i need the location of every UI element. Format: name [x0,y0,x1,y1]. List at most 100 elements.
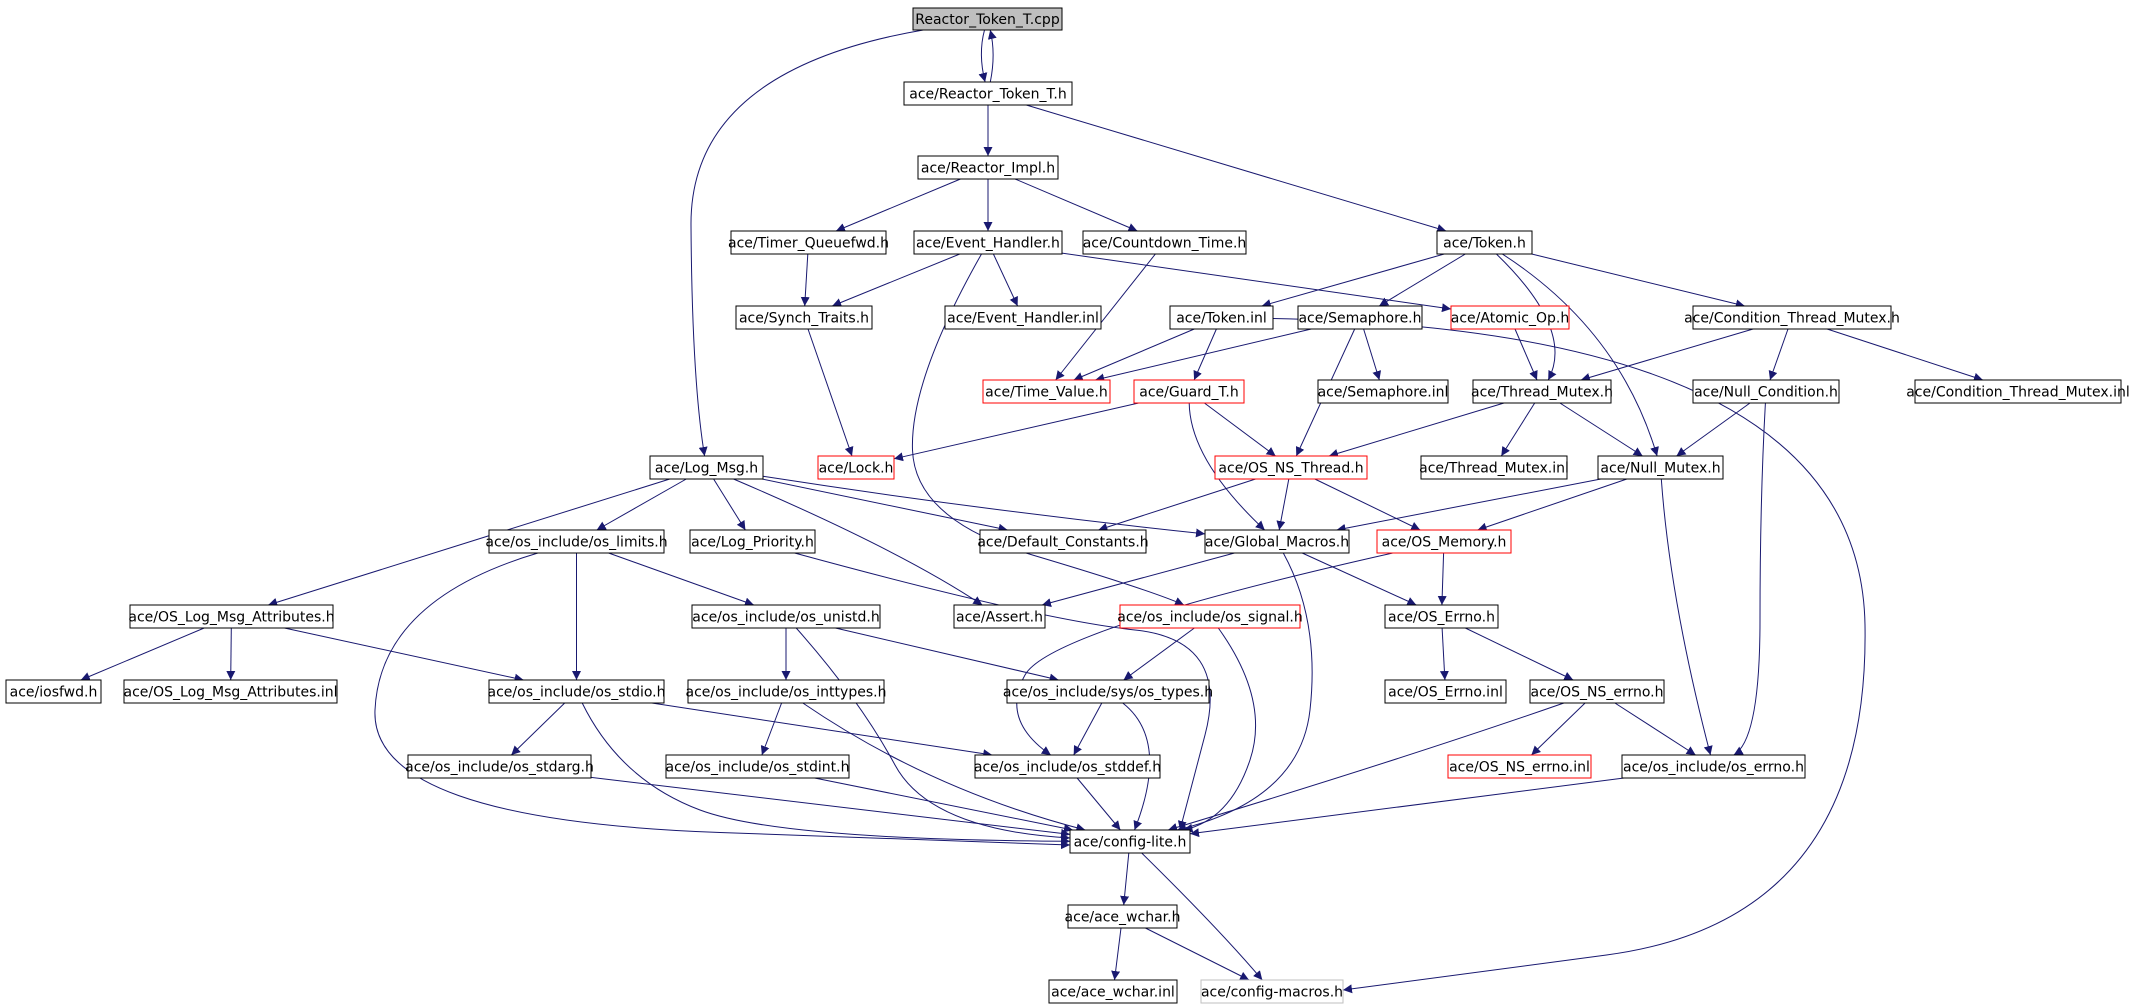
edge-os-ns-errno-h-to-os-include-errno-h [1614,702,1696,756]
node-os-stdio-h[interactable]: ace/os_include/os_stdio.h [488,679,666,704]
node-os-limits-h[interactable]: ace/os_include/os_limits.h [485,529,668,554]
node-os-memory-h[interactable]: ace/OS_Memory.h [1376,529,1512,554]
node-reactor-token-t-cpp[interactable]: Reactor_Token_T.cpp [912,7,1063,31]
node-box [123,679,338,704]
node-os-inttypes-h[interactable]: ace/os_include/os_inttypes.h [686,679,887,704]
node-os-ns-errno-h[interactable]: ace/OS_NS_errno.h [1529,679,1665,704]
node-condition-thread-mutex-h[interactable]: ace/Condition_Thread_Mutex.h [1684,305,1900,330]
node-box [649,455,764,480]
node-config-lite-h[interactable]: ace/config-lite.h [1069,829,1191,854]
node-label: ace/Condition_Thread_Mutex.h [1684,311,1900,327]
edge-os-log-msg-attributes-h-to-os-log-msg-attributes-inl [226,627,236,681]
edge-os-memory-h-to-os-errno-h [1437,552,1447,606]
node-config-macros-h[interactable]: ace/config-macros.h [1200,979,1344,1004]
node-os-ns-thread-h[interactable]: ace/OS_NS_Thread.h [1214,455,1368,480]
edge-os-signal-h-to-config-lite-h [1183,627,1257,833]
node-condition-thread-mutex-inl[interactable]: ace/Condition_Thread_Mutex.inl [1906,379,2130,404]
edges-layer [80,29,1984,994]
edge-event-handler-h-to-atomic-op-h [1061,252,1452,313]
node-global-macros-h[interactable]: ace/Global_Macros.h [1204,529,1350,554]
node-assert-h[interactable]: ace/Assert.h [953,604,1046,629]
node-iosfwd-h[interactable]: ace/iosfwd.h [5,679,102,704]
node-box [1621,754,1806,779]
node-label: ace/Atomic_Op.h [1451,311,1569,327]
node-box [1082,230,1247,255]
node-token-inl[interactable]: ace/Token.inl [1169,305,1274,330]
node-box [1692,305,1892,330]
edge-os-ns-thread-h-to-os-memory-h [1314,478,1421,531]
node-label: ace/OS_Errno.inl [1388,685,1503,701]
node-os-include-errno-h[interactable]: ace/os_include/os_errno.h [1621,754,1806,779]
node-os-errno-inl[interactable]: ace/OS_Errno.inl [1384,679,1507,704]
edge-os-stdint-h-to-config-lite-h [814,777,1073,833]
node-null-condition-h[interactable]: ace/Null_Condition.h [1692,379,1840,404]
node-reactor-token-t-h[interactable]: ace/Reactor_Token_T.h [903,81,1073,106]
edge-log-msg-h-to-default-constants-h [761,478,1008,533]
node-box [979,529,1147,554]
node-semaphore-h[interactable]: ace/Semaphore.h [1297,305,1423,330]
node-label: ace/ace_wchar.inl [1051,985,1175,1001]
node-log-priority-h[interactable]: ace/Log_Priority.h [689,529,816,554]
node-sys-os-types-h[interactable]: ace/os_include/sys/os_types.h [1003,679,1213,704]
node-box [974,754,1161,779]
node-timer-queuefwd-h[interactable]: ace/Timer_Queuefwd.h [728,230,889,255]
node-thread-mutex-h[interactable]: ace/Thread_Mutex.h [1471,379,1613,404]
node-time-value-h[interactable]: ace/Time_Value.h [982,379,1111,404]
node-event-handler-inl[interactable]: ace/Event_Handler.inl [944,305,1102,330]
node-os-stddef-h[interactable]: ace/os_include/os_stddef.h [974,754,1161,779]
edge-global-macros-h-to-os-errno-h [1301,552,1417,606]
node-log-msg-h[interactable]: ace/Log_Msg.h [649,455,764,480]
edge-config-lite-h-to-ace-wchar-h [1120,852,1130,906]
edge-os-inttypes-h-to-os-stdint-h [760,702,783,756]
node-box [1069,829,1191,854]
node-token-h[interactable]: ace/Token.h [1436,230,1533,255]
node-os-errno-h[interactable]: ace/OS_Errno.h [1384,604,1499,629]
edge-null-mutex-h-to-os-memory-h [1477,478,1628,532]
node-box [953,604,1046,629]
edge-guard-t-h-to-os-ns-thread-h [1204,402,1276,457]
node-default-constants-h[interactable]: ace/Default_Constants.h [977,529,1149,554]
node-label: ace/Thread_Mutex.h [1471,385,1613,401]
node-label: ace/os_include/os_inttypes.h [686,685,887,701]
node-os-signal-h[interactable]: ace/os_include/os_signal.h [1117,604,1303,629]
edge-token-h-to-condition-thread-mutex-h [1531,253,1745,309]
node-label: ace/Null_Condition.h [1694,385,1838,401]
node-box [1447,754,1592,779]
node-countdown-time-h[interactable]: ace/Countdown_Time.h [1082,230,1247,255]
node-box [1692,379,1840,404]
node-os-log-msg-attributes-inl[interactable]: ace/OS_Log_Msg_Attributes.inl [123,679,338,704]
node-box [1067,904,1178,929]
node-ace-wchar-inl[interactable]: ace/ace_wchar.inl [1048,979,1178,1004]
node-thread-mutex-inl[interactable]: ace/Thread_Mutex.inl [1419,455,1569,480]
node-ace-wchar-h[interactable]: ace/ace_wchar.h [1065,904,1181,929]
node-os-unistd-h[interactable]: ace/os_include/os_unistd.h [691,604,881,629]
node-os-stdarg-h[interactable]: ace/os_include/os_stdarg.h [405,754,594,779]
node-label: ace/Countdown_Time.h [1083,236,1247,252]
node-box [730,230,887,255]
node-os-stdint-h[interactable]: ace/os_include/os_stdint.h [665,754,850,779]
node-label: ace/Reactor_Impl.h [921,161,1055,177]
edge-os-inttypes-h-to-config-lite-h [802,702,1086,833]
edge-os-stdio-h-to-os-stddef-h [651,702,993,759]
node-null-mutex-h[interactable]: ace/Null_Mutex.h [1597,455,1724,480]
node-label: ace/OS_NS_errno.h [1530,685,1663,701]
node-reactor-impl-h[interactable]: ace/Reactor_Impl.h [917,155,1059,180]
node-label: ace/OS_NS_Thread.h [1218,461,1363,477]
edge-token-h-to-null-mutex-h [1502,253,1659,457]
edge-reactor-token-t-h-to-reactor-token-t-cpp [987,29,997,83]
node-box [912,7,1063,31]
node-semaphore-inl[interactable]: ace/Semaphore.inl [1317,379,1449,404]
node-guard-t-h[interactable]: ace/Guard_T.h [1133,379,1245,404]
node-lock-h[interactable]: ace/Lock.h [817,455,895,480]
node-os-log-msg-attributes-h[interactable]: ace/OS_Log_Msg_Attributes.h [128,604,335,629]
node-synch-traits-h[interactable]: ace/Synch_Traits.h [735,305,873,330]
edge-semaphore-h-to-semaphore-inl [1363,328,1382,381]
node-atomic-op-h[interactable]: ace/Atomic_Op.h [1450,305,1570,330]
node-label: ace/Log_Priority.h [691,535,814,551]
node-os-ns-errno-inl[interactable]: ace/OS_NS_errno.inl [1447,754,1592,779]
edge-atomic-op-h-to-thread-mutex-h [1514,328,1538,381]
node-box [687,679,885,704]
edge-os-include-errno-h-to-config-lite-h [1189,777,1625,838]
node-label: ace/Log_Msg.h [655,461,758,477]
node-event-handler-h[interactable]: ace/Event_Handler.h [913,230,1063,255]
